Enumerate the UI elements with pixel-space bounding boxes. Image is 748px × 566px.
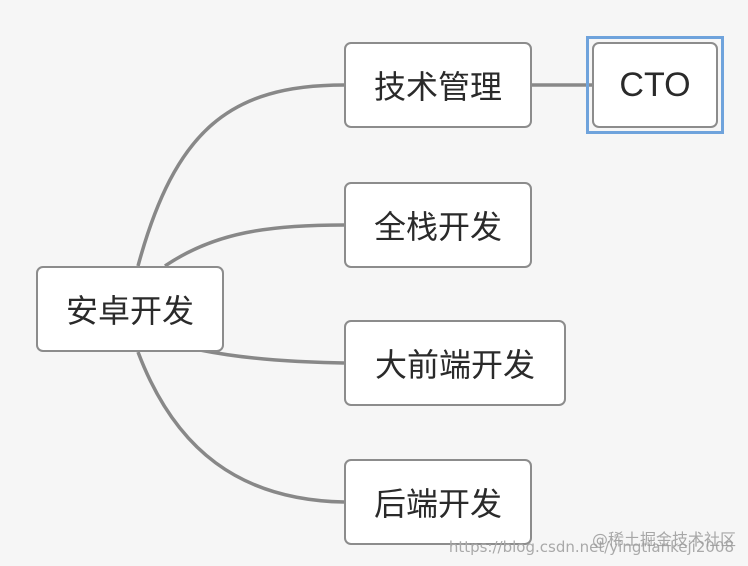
mindmap-root-node[interactable]: 安卓开发 [36, 266, 224, 352]
mindmap-node-tech-management[interactable]: 技术管理 [344, 42, 532, 128]
mindmap-node-frontend[interactable]: 大前端开发 [344, 320, 566, 406]
connector-root-to-backend [136, 351, 345, 504]
mindmap-node-cto[interactable]: CTO [592, 42, 718, 128]
connector-root-to-frontend [199, 348, 345, 365]
watermark-url: https://blog.csdn.net/yingtiankeji2008 [448, 538, 734, 556]
mindmap-node-backend[interactable]: 后端开发 [344, 459, 532, 545]
connector-root-to-full-stack [164, 223, 345, 268]
connector-root-to-tech-management [136, 83, 345, 267]
mindmap-node-full-stack[interactable]: 全栈开发 [344, 182, 532, 268]
watermark-brand: @稀土掘金技术社区 [591, 530, 736, 549]
